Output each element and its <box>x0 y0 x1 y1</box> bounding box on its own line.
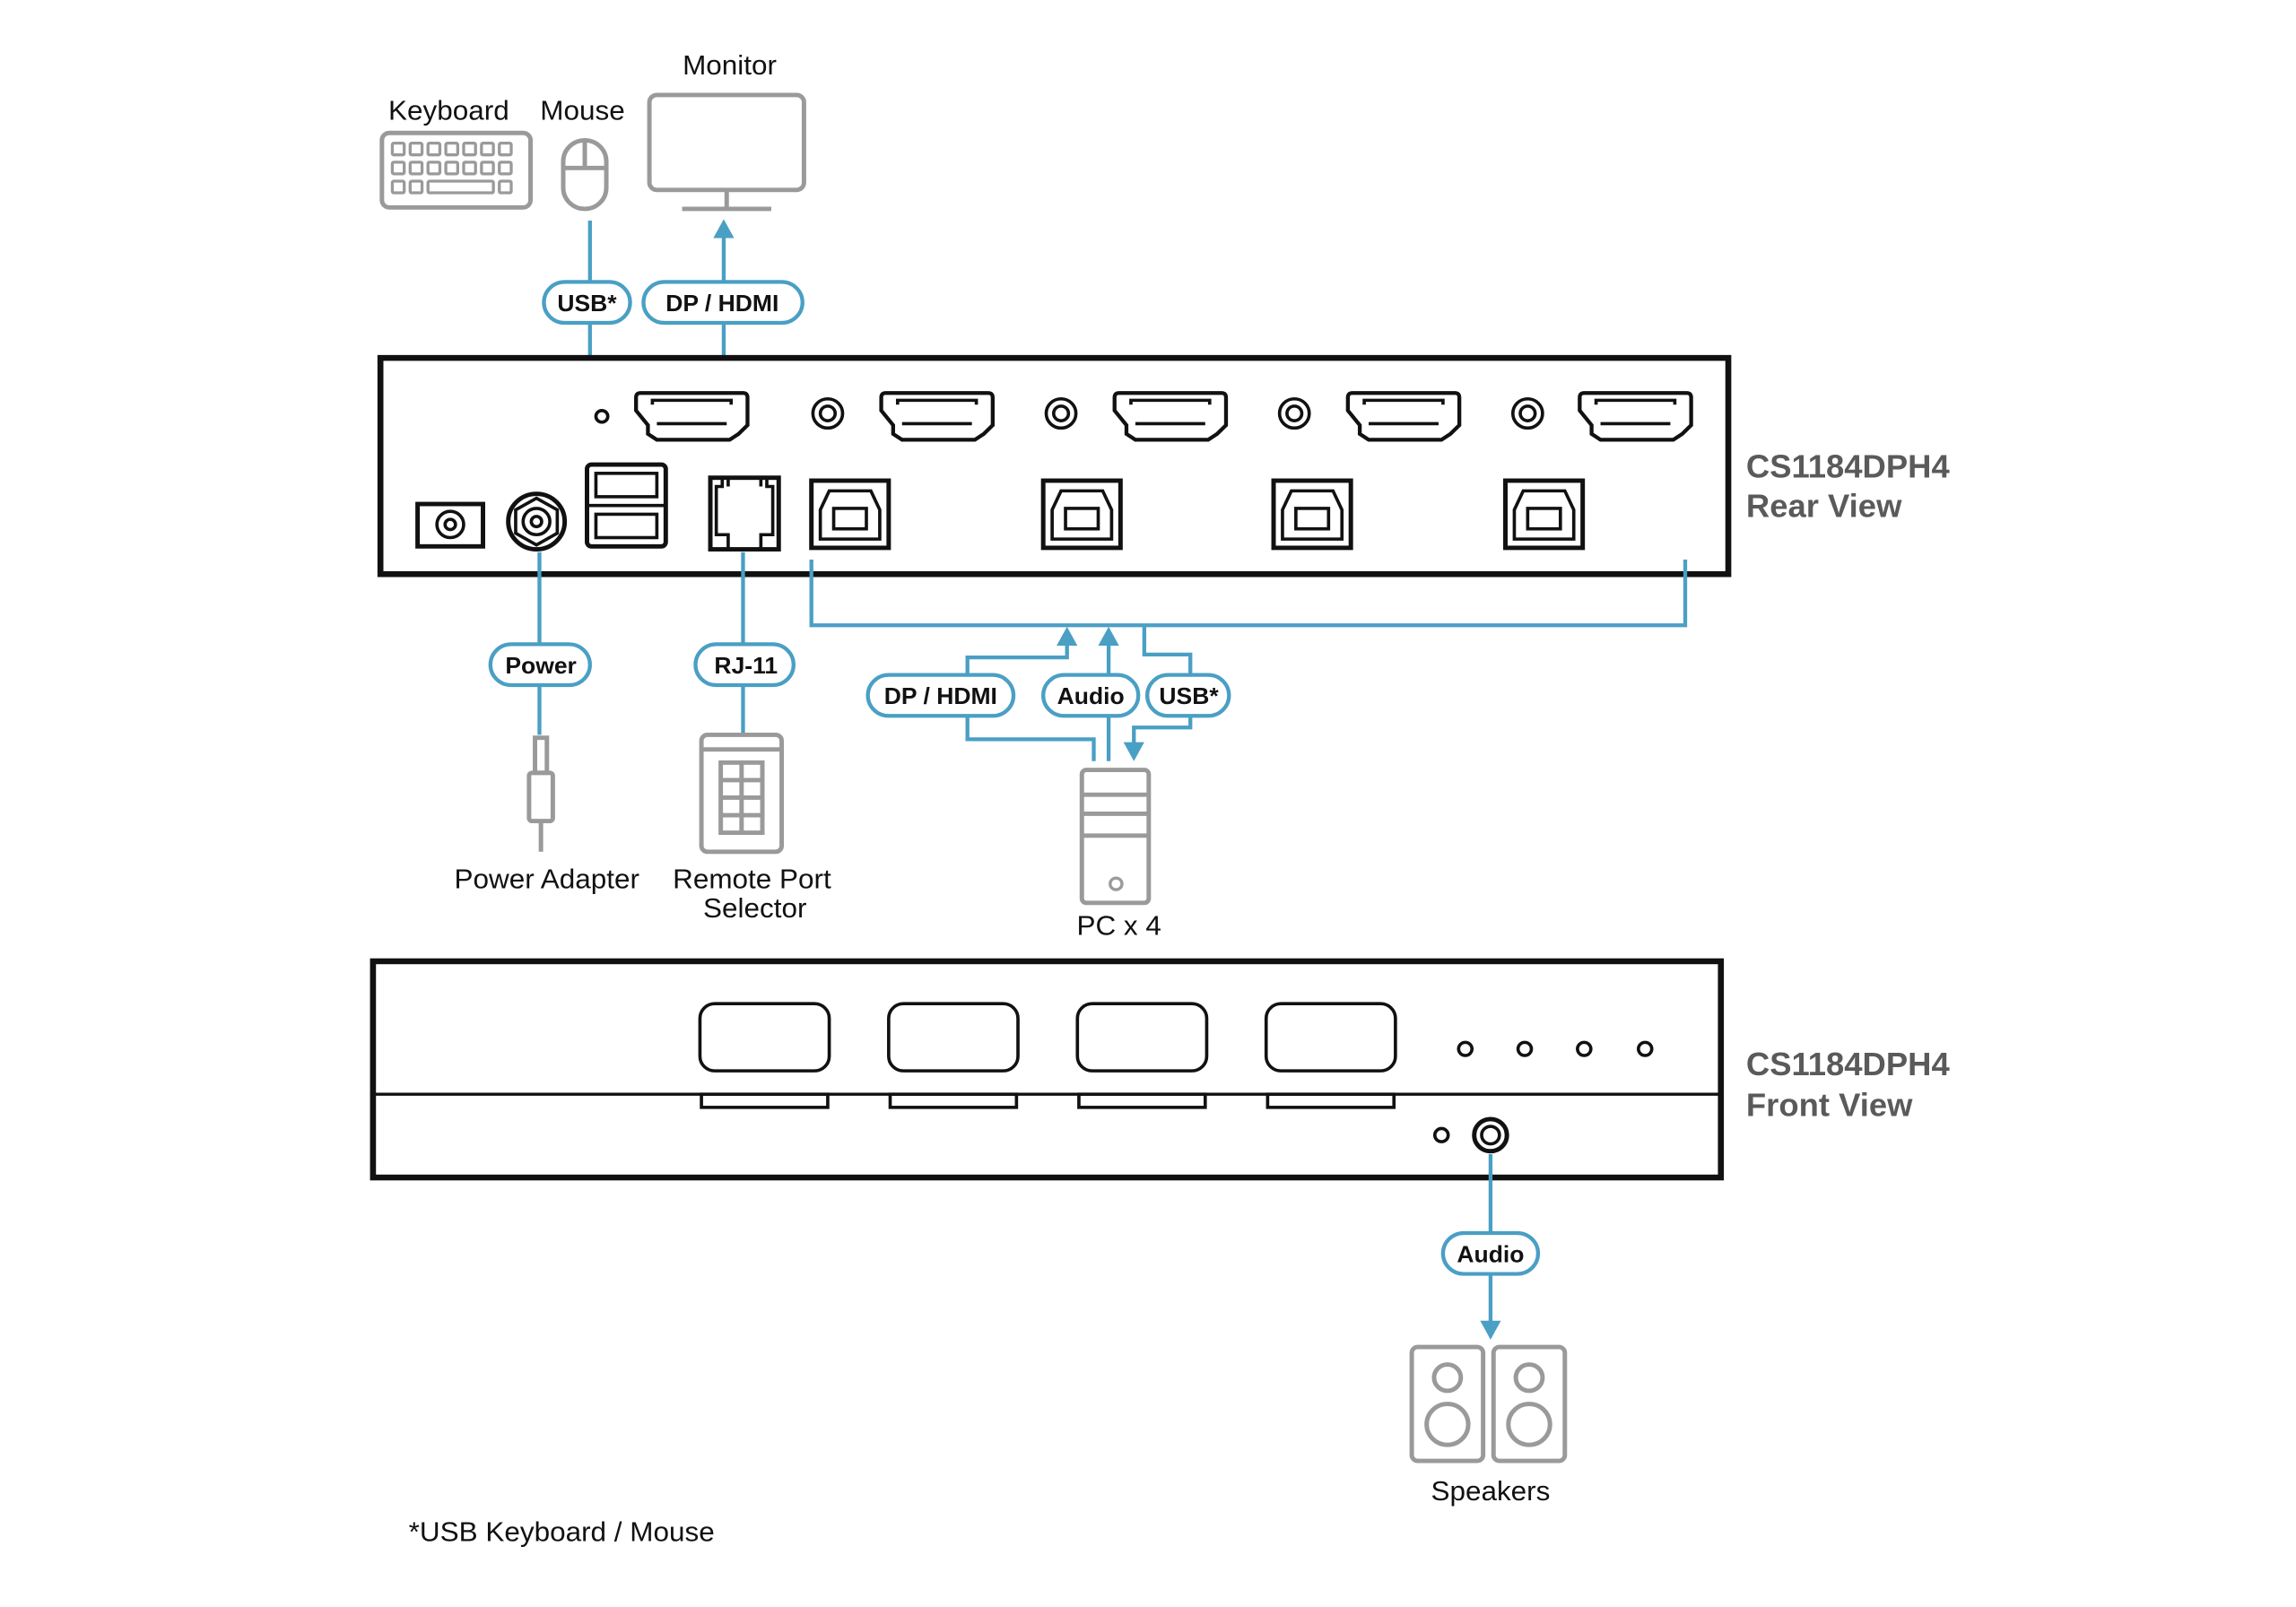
pill-console-usb: USB* <box>542 280 632 326</box>
footnote: *USB Keyboard / Mouse <box>409 1516 715 1548</box>
hdmi-port-icons <box>634 391 1693 442</box>
keyboard-label: Keyboard <box>388 95 509 126</box>
front-panel <box>370 958 1725 1181</box>
usb-b-port-2-icon <box>1040 478 1123 551</box>
port-button-2[interactable] <box>887 1002 1020 1109</box>
pill-console-video: DP / HDMI <box>641 280 804 326</box>
remote-port-selector: Remote Port Selector <box>673 732 831 924</box>
dc-power-jack-icon <box>415 501 485 549</box>
remote-selector-label-line1: Remote Port <box>673 864 831 895</box>
port-select-buttons <box>698 1002 1397 1109</box>
pc-tower-icon <box>1079 768 1152 906</box>
pill-pc-video-text: DP / HDMI <box>884 682 997 709</box>
front-view-label: Front View <box>1746 1087 1913 1124</box>
rear-led-icon <box>594 408 610 424</box>
port-led-icons <box>1457 1040 1654 1057</box>
usb-b-port-3-icon <box>1271 478 1353 551</box>
speakers: Speakers <box>1409 1344 1568 1507</box>
speakers-icon <box>1409 1344 1568 1464</box>
keyboard: Keyboard <box>379 95 534 210</box>
audio-jack-4-icon <box>1510 396 1544 430</box>
mouse: Mouse <box>540 95 625 212</box>
pill-rj11: RJ-11 <box>693 642 796 688</box>
mouse-label: Mouse <box>540 95 624 126</box>
pill-power: Power <box>488 642 592 688</box>
hdmi-port-3-icon <box>1345 391 1462 442</box>
front-audio-jack-icon <box>1472 1116 1509 1154</box>
pill-speaker-audio: Audio <box>1440 1230 1541 1276</box>
audio-jack-icons <box>811 396 1544 430</box>
rear-view-label: Rear View <box>1746 488 1902 525</box>
front-led-icon <box>1432 1126 1450 1143</box>
pill-console-video-text: DP / HDMI <box>665 290 778 317</box>
usb-b-port-4-icon <box>1503 478 1586 551</box>
usb-a-console-ports-icon <box>585 462 668 549</box>
port-button-4[interactable] <box>1264 1002 1397 1109</box>
audio-jack-2-icon <box>1044 396 1078 430</box>
power-adapter: Power Adapter <box>455 735 639 895</box>
audio-jack-3-icon <box>1277 396 1311 430</box>
pill-pc-usb-text: USB* <box>1159 682 1219 709</box>
rj11-port-icon <box>708 475 781 552</box>
usb-b-port-1-icon <box>809 478 891 551</box>
power-adapter-label: Power Adapter <box>455 864 639 895</box>
keyboard-icon <box>379 130 534 210</box>
pc-bus-wires <box>809 559 1688 761</box>
pill-rj11-text: RJ-11 <box>714 652 778 679</box>
pill-pc-audio-text: Audio <box>1057 682 1125 709</box>
monitor: Monitor <box>647 49 806 212</box>
front-view-model: CS1184DPH4 <box>1746 1046 1950 1082</box>
pill-console-usb-text: USB* <box>557 290 617 317</box>
hdmi-port-1-icon <box>879 391 996 442</box>
pill-power-text: Power <box>505 652 576 679</box>
ground-terminal-icon <box>506 491 568 552</box>
pc-label: PC x 4 <box>1076 910 1161 942</box>
pill-speaker-audio-text: Audio <box>1457 1241 1524 1268</box>
audio-jack-1-icon <box>811 396 845 430</box>
rear-view-model: CS1184DPH4 <box>1746 448 1950 485</box>
monitor-label: Monitor <box>683 49 777 81</box>
remote-selector-icon <box>699 732 785 855</box>
pill-pc-usb: USB* <box>1145 673 1231 718</box>
monitor-icon <box>647 92 806 212</box>
pill-pc-video: DP / HDMI <box>865 673 1016 718</box>
usb-b-port-icons <box>809 478 1586 551</box>
port-button-3[interactable] <box>1075 1002 1209 1109</box>
remote-selector-label-line2: Selector <box>703 892 806 924</box>
hdmi-port-console-icon <box>634 391 750 442</box>
hdmi-port-4-icon <box>1578 391 1693 442</box>
port-button-1[interactable] <box>698 1002 831 1109</box>
pc: PC x 4 <box>1076 768 1161 942</box>
speaker-audio-wire <box>1480 1153 1501 1340</box>
rear-view-caption: CS1184DPH4 Rear View <box>1746 448 1950 525</box>
mouse-icon <box>561 137 609 212</box>
hdmi-port-2-icon <box>1112 391 1229 442</box>
pill-pc-audio: Audio <box>1041 673 1141 718</box>
power-plug-icon <box>526 735 555 852</box>
front-view-caption: CS1184DPH4 Front View <box>1746 1046 1950 1123</box>
speakers-label: Speakers <box>1431 1475 1550 1507</box>
rear-panel <box>377 354 1732 578</box>
